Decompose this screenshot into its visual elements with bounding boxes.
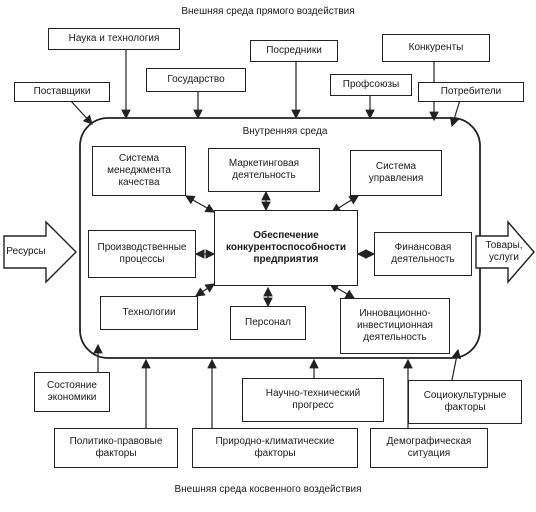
box-profsoyuzy: Профсоюзы (330, 74, 412, 96)
box-potrebiteli: Потребители (418, 82, 524, 102)
box-proizvodstvo: Производственные процессы (88, 230, 196, 278)
goods-arrow-shape (475, 220, 535, 284)
box-konkurenty: Конкуренты (382, 34, 490, 62)
box-tekhnologii: Технологии (100, 296, 198, 330)
box-center: Обеспечение конкурентоспособности предпр… (214, 210, 358, 286)
resources-label: Ресурсы (6, 246, 46, 257)
box-innovatsii: Инновационно- инвестиционная деятельност… (340, 298, 450, 354)
box-sotsiokult: Социокультурные факторы (408, 380, 522, 424)
box-nauka: Наука и технология (48, 28, 180, 50)
goods-label: Товары, услуги (485, 240, 523, 263)
box-prirodno: Природно-климатические факторы (192, 428, 358, 468)
box-sistema-upravleniya: Система управления (350, 150, 442, 196)
box-ntp: Научно-технический прогресс (242, 378, 384, 422)
box-postavshchiki: Поставщики (14, 82, 110, 102)
box-sistema-menedzhmenta: Система менеджмента качества (92, 146, 186, 196)
indirect-environment-title: Внешняя среда косвенного воздействия (174, 484, 362, 495)
box-posredniki: Посредники (250, 40, 338, 62)
box-personal: Персонал (230, 306, 306, 340)
resources-arrow-shape (3, 220, 77, 284)
box-demograf: Демографическая ситуация (370, 428, 488, 468)
internal-environment-title: Внутренняя среда (242, 126, 328, 137)
box-politiko: Политико-правовые факторы (54, 428, 178, 468)
direct-environment-title: Внешняя среда прямого воздействия (181, 6, 355, 17)
box-gosudarstvo: Государство (146, 68, 246, 92)
box-sostoyanie: Состояние экономики (34, 372, 110, 412)
box-finansy: Финансовая деятельность (374, 232, 472, 276)
box-marketing: Маркетинговая деятельность (208, 148, 320, 192)
